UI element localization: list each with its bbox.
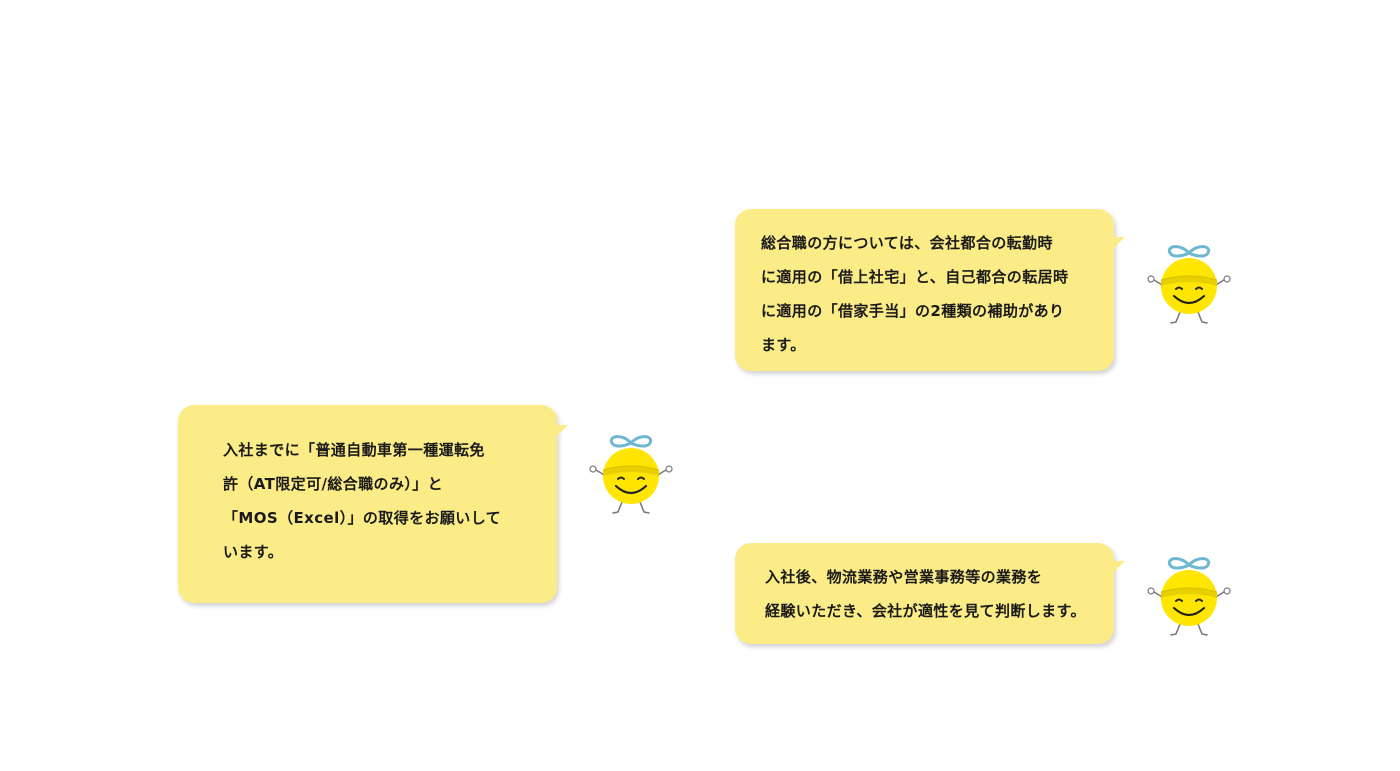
bubble-text-assignment: 入社後、物流業務や営業事務等の業務を 経験いただき、会社が適性を見て判断します。 xyxy=(765,568,1086,620)
bubble-text-housing: 総合職の方については、会社都合の転勤時 に適用の「借上社宅」と、自己都合の転居時… xyxy=(761,234,1069,354)
speech-bubble-license: 入社までに「普通自動車第一種運転免 許（AT限定可/総合職のみ）」と 「MOS（… xyxy=(178,405,568,603)
bubble-tail xyxy=(1109,561,1125,577)
bubble-tail xyxy=(1109,237,1125,253)
speech-bubble-assignment: 入社後、物流業務や営業事務等の業務を 経験いただき、会社が適性を見て判断します。 xyxy=(735,543,1125,644)
smiley-mascot-icon xyxy=(589,435,673,514)
speech-bubble-housing: 総合職の方については、会社都合の転勤時 に適用の「借上社宅」と、自己都合の転居時… xyxy=(735,209,1125,371)
smiley-mascot-icon xyxy=(1147,557,1231,636)
bubble-tail xyxy=(552,425,568,441)
bubble-text-license: 入社までに「普通自動車第一種運転免 許（AT限定可/総合職のみ）」と 「MOS（… xyxy=(223,441,502,561)
smiley-mascot-icon xyxy=(1147,245,1231,324)
